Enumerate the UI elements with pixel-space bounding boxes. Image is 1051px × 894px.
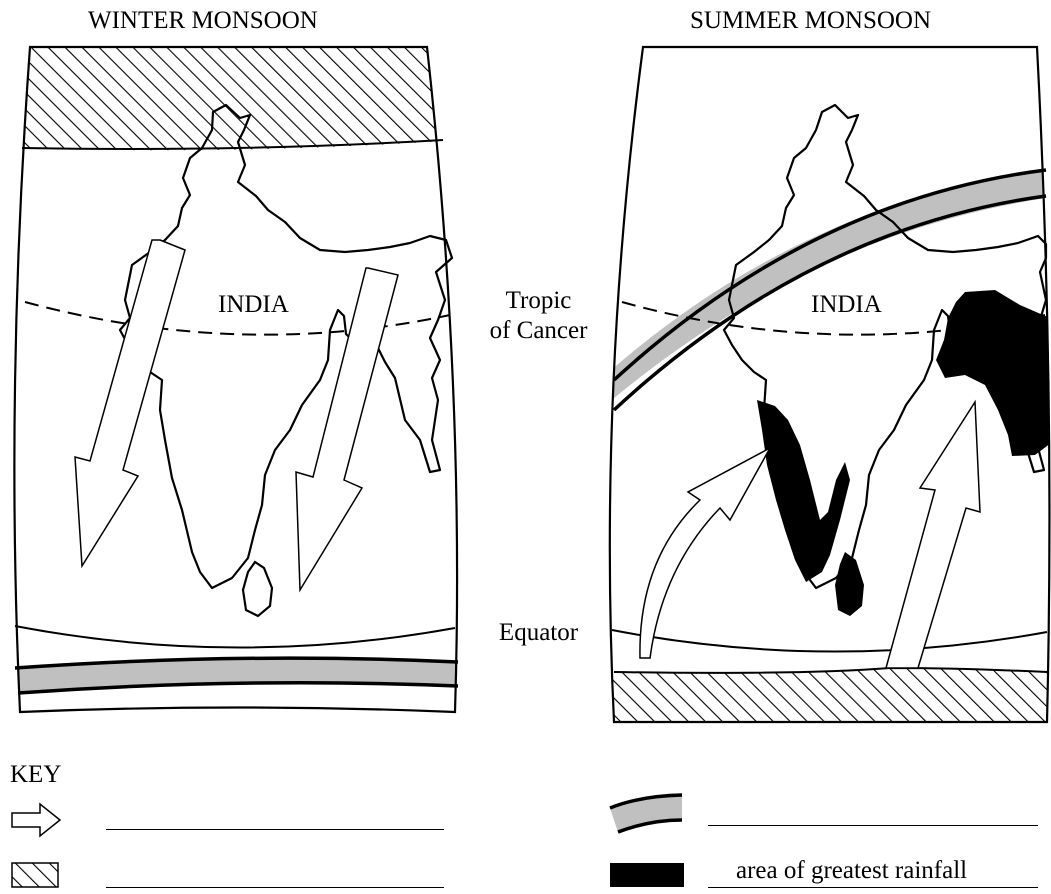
summer-sri-lanka <box>835 552 864 616</box>
winter-india-label: INDIA <box>218 291 289 318</box>
summer-india-label: INDIA <box>811 291 882 318</box>
summer-panel-frame <box>608 45 1051 724</box>
winter-india-map <box>118 103 454 590</box>
summer-hatched-high-pressure <box>609 668 1050 722</box>
key-symbols <box>11 793 684 888</box>
summer-equator-line <box>611 629 1048 653</box>
summer-title: SUMMER MONSOON <box>690 7 932 34</box>
winter-panel <box>14 47 459 695</box>
winter-hatched-high-pressure <box>20 47 458 151</box>
winter-panel-frame <box>13 45 459 714</box>
winter-title: WINTER MONSOON <box>88 7 318 34</box>
key-line-rainfall: area of greatest rainfall <box>708 858 1038 888</box>
summer-rainfall-west <box>757 400 850 582</box>
equator-label: Equator <box>498 619 579 646</box>
hatched-box-icon <box>11 862 59 888</box>
winter-arrow-west <box>74 239 186 569</box>
summer-panel <box>609 103 1050 722</box>
key-label-rainfall: area of greatest rainfall <box>736 857 968 884</box>
summer-india-map <box>722 103 1048 590</box>
tropic-label-line2: of Cancer <box>489 317 588 344</box>
summer-rainfall-east <box>936 290 1050 456</box>
summer-tropic-line <box>621 301 1046 336</box>
winter-sri-lanka <box>241 560 274 618</box>
key-line-arrow <box>106 829 444 830</box>
summer-grey-convergence-band <box>609 167 1050 410</box>
black-box-icon <box>610 863 684 887</box>
key-line-grey-band <box>708 825 1038 826</box>
summer-wind-arrows <box>639 399 981 669</box>
winter-wind-arrows <box>74 239 399 593</box>
grey-band-icon <box>610 795 682 832</box>
tropic-label-line1: Tropic <box>505 287 572 314</box>
hollow-arrow-icon <box>11 802 62 838</box>
key-line-hatched <box>106 887 444 888</box>
winter-arrow-east <box>295 267 399 593</box>
summer-arrow-west <box>639 446 772 659</box>
winter-equator-line <box>14 625 456 649</box>
winter-grey-convergence-band <box>14 658 458 693</box>
summer-arrow-east <box>885 399 981 669</box>
key-title: KEY <box>10 761 62 788</box>
